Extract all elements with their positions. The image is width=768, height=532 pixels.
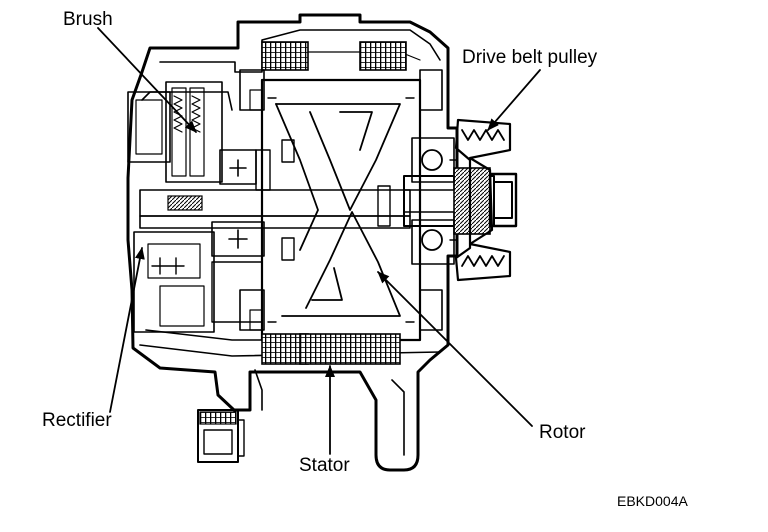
rotor-leader — [377, 271, 533, 427]
leader-lines — [97, 27, 541, 455]
rectifier-label: Rectifier — [42, 410, 112, 431]
drive-belt-pulley-label: Drive belt pulley — [462, 47, 598, 68]
drive-belt-pulley — [449, 118, 518, 282]
stator-label: Stator — [299, 455, 350, 476]
brush-leader — [97, 27, 197, 133]
rectifier-assembly — [133, 221, 265, 333]
terminal-connector — [197, 371, 251, 463]
drive-belt-pulley-leader — [487, 69, 541, 131]
rotor-label: Rotor — [539, 422, 586, 443]
stator-windings — [239, 41, 443, 365]
brush-assembly — [127, 81, 411, 229]
brush-label: Brush — [63, 9, 113, 30]
rotor — [249, 78, 422, 342]
rectifier-leader — [109, 247, 145, 413]
figure-code: EBKD004A — [617, 493, 688, 509]
alternator-housing — [126, 13, 459, 472]
